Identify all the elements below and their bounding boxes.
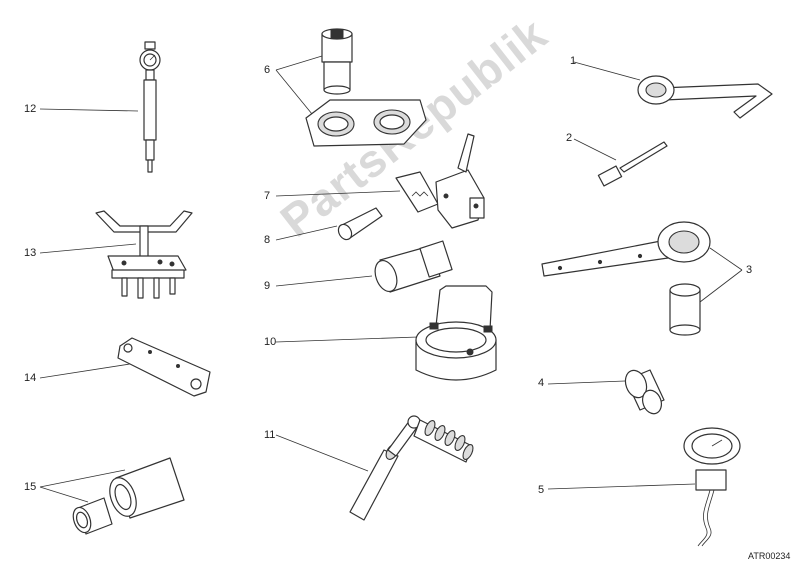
leader-3a	[709, 247, 743, 271]
leader-6a	[275, 55, 323, 71]
callout-7: 7	[264, 190, 271, 202]
callout-1: 1	[570, 55, 577, 67]
tool-6-socket-and-plate	[305, 28, 427, 147]
tool-11-ratchet-handle	[349, 415, 474, 521]
leader-14	[39, 363, 131, 379]
callout-14: 14	[24, 372, 37, 384]
leader-12	[39, 108, 139, 112]
callout-5: 5	[538, 484, 545, 496]
leader-11	[275, 434, 369, 472]
leader-10	[275, 336, 419, 343]
tool-13-puller	[95, 210, 193, 299]
leader-4	[547, 380, 626, 385]
tool-5-pressure-gauge	[683, 427, 741, 547]
tool-12-dial-indicator	[139, 41, 161, 173]
tool-9-socket	[374, 240, 453, 293]
leader-6b	[275, 69, 313, 115]
tool-1-hook-wrench	[637, 75, 773, 119]
tool-3-spanner-and-socket	[541, 221, 711, 336]
leader-8	[275, 225, 338, 241]
tool-15-sleeves	[72, 457, 185, 535]
leader-15b	[39, 469, 126, 488]
callout-12: 12	[24, 103, 37, 115]
callout-3: 3	[746, 264, 753, 276]
tool-7-tensioner	[395, 133, 485, 229]
tool-2-pin-tool	[597, 141, 668, 187]
leader-15a	[39, 486, 89, 503]
leader-2	[573, 138, 617, 161]
reference-code: ATR00234	[748, 551, 791, 561]
callout-8: 8	[264, 234, 271, 246]
callout-15: 15	[24, 481, 37, 493]
callout-11: 11	[264, 429, 276, 441]
callout-9: 9	[264, 280, 271, 292]
tool-10-drum-with-handle	[415, 285, 497, 381]
callout-13: 13	[24, 247, 37, 259]
tool-4-castellated-socket	[624, 369, 665, 415]
tool-14-bar-wrench	[117, 337, 211, 397]
callout-6: 6	[264, 64, 271, 76]
leader-1	[573, 61, 641, 81]
tool-8-cone	[337, 207, 383, 241]
callout-10: 10	[264, 336, 277, 348]
callout-2: 2	[566, 132, 573, 144]
callout-4: 4	[538, 377, 545, 389]
leader-13	[39, 243, 137, 254]
leader-7	[275, 190, 401, 197]
leader-3b	[699, 269, 743, 303]
leader-lines	[39, 55, 743, 503]
leader-9	[275, 275, 373, 287]
leader-5	[547, 483, 696, 490]
